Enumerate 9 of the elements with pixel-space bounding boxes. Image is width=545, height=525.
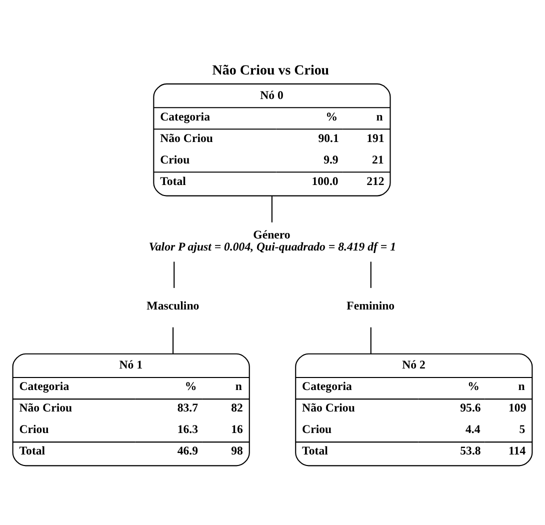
connector	[174, 261, 175, 288]
node-text: Masculino	[146, 298, 200, 312]
node-text: Género Valor P ajust = 0.004, Qui-quadrado = 8.419 df = 1	[148, 227, 396, 253]
connector	[172, 326, 174, 354]
connector	[370, 326, 372, 354]
connector	[271, 196, 272, 222]
connector	[370, 261, 372, 288]
diagram-title: Não Criou vs Criou	[212, 63, 330, 78]
node-text: Feminino	[346, 298, 395, 312]
